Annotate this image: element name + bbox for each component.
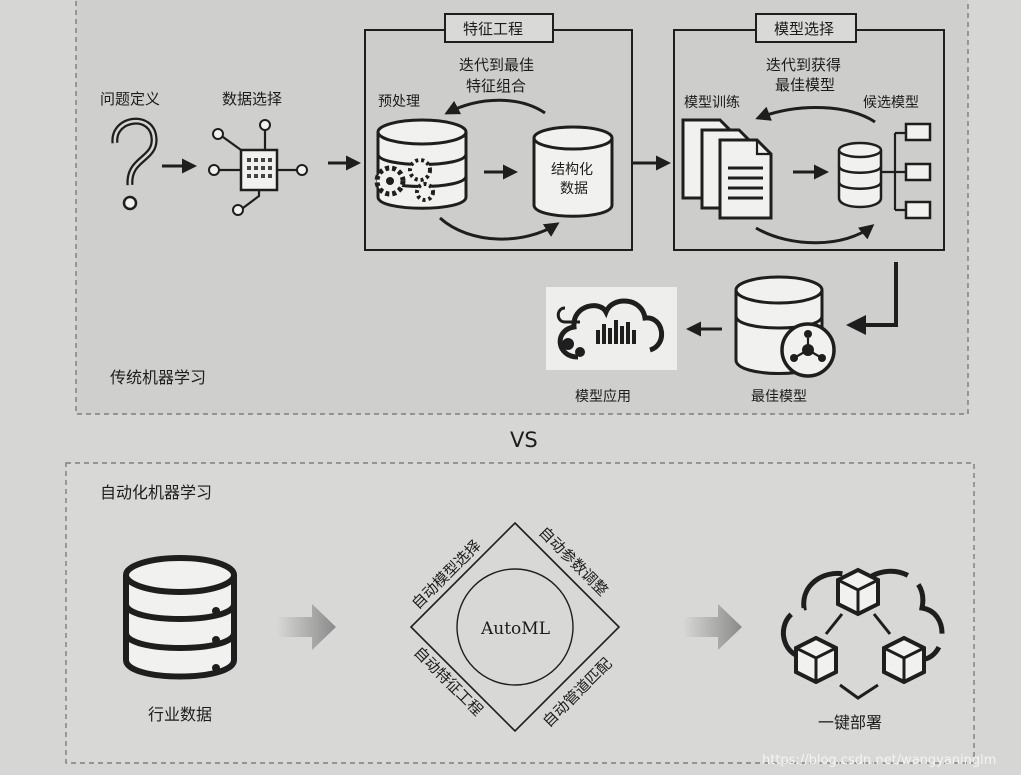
arrow-model-to-best: [846, 262, 898, 335]
automl-diamond: [409, 521, 621, 733]
feature-engineering-title: 特征工程: [463, 20, 523, 38]
industry-data-label: 行业数据: [148, 705, 212, 724]
model-loop-label-1: 迭代到获得: [766, 56, 841, 74]
watermark-text: https://blog.csdn.net/wangyaninglm: [762, 753, 996, 768]
deploy-label: 一键部署: [818, 713, 882, 732]
best-model-label: 最佳模型: [751, 389, 807, 405]
model-selection-title: 模型选择: [774, 20, 834, 38]
data-selection-label: 数据选择: [222, 90, 282, 108]
model-selection-title-tab: [755, 13, 857, 43]
feature-loop-label-1: 迭代到最佳: [459, 56, 534, 74]
structured-data-label-1: 结构化: [551, 162, 593, 178]
arrow-data-to-automl: [278, 604, 336, 650]
model-application-label: 模型应用: [575, 388, 631, 405]
training-documents-icon: [681, 118, 773, 220]
model-loop-top-arrow: [755, 106, 876, 124]
best-model-database-icon: [734, 275, 836, 378]
feature-loop-bottom-arrow: [438, 216, 560, 241]
data-selection-icon: [208, 119, 308, 216]
deploy-cloud-icon: [780, 567, 945, 700]
model-training-label: 模型训练: [684, 95, 740, 111]
model-loop-label-2: 最佳模型: [775, 76, 835, 94]
feature-engineering-title-tab: [444, 13, 554, 43]
feature-loop-top-arrow: [444, 98, 546, 115]
model-loop-bottom-arrow: [755, 224, 875, 245]
preprocessing-database-icon: [374, 118, 468, 210]
preprocessing-label: 预处理: [378, 94, 420, 110]
model-application-cloud-icon: [546, 287, 677, 370]
problem-definition-label: 问题定义: [100, 90, 160, 108]
industry-data-database-icon: [123, 555, 237, 680]
traditional-section-label: 传统机器学习: [110, 368, 206, 387]
automl-center-label: AutoML: [480, 619, 550, 639]
arrow-automl-to-deploy: [684, 604, 742, 650]
structured-data-database-icon: [532, 125, 614, 218]
automl-section-label: 自动化机器学习: [100, 483, 212, 502]
vs-label: VS: [510, 428, 538, 452]
question-mark-icon: [111, 117, 158, 211]
structured-data-label-2: 数据: [560, 181, 588, 197]
candidate-models-label: 候选模型: [863, 95, 919, 111]
feature-loop-label-2: 特征组合: [466, 77, 526, 95]
candidate-database-icon: [837, 122, 932, 220]
